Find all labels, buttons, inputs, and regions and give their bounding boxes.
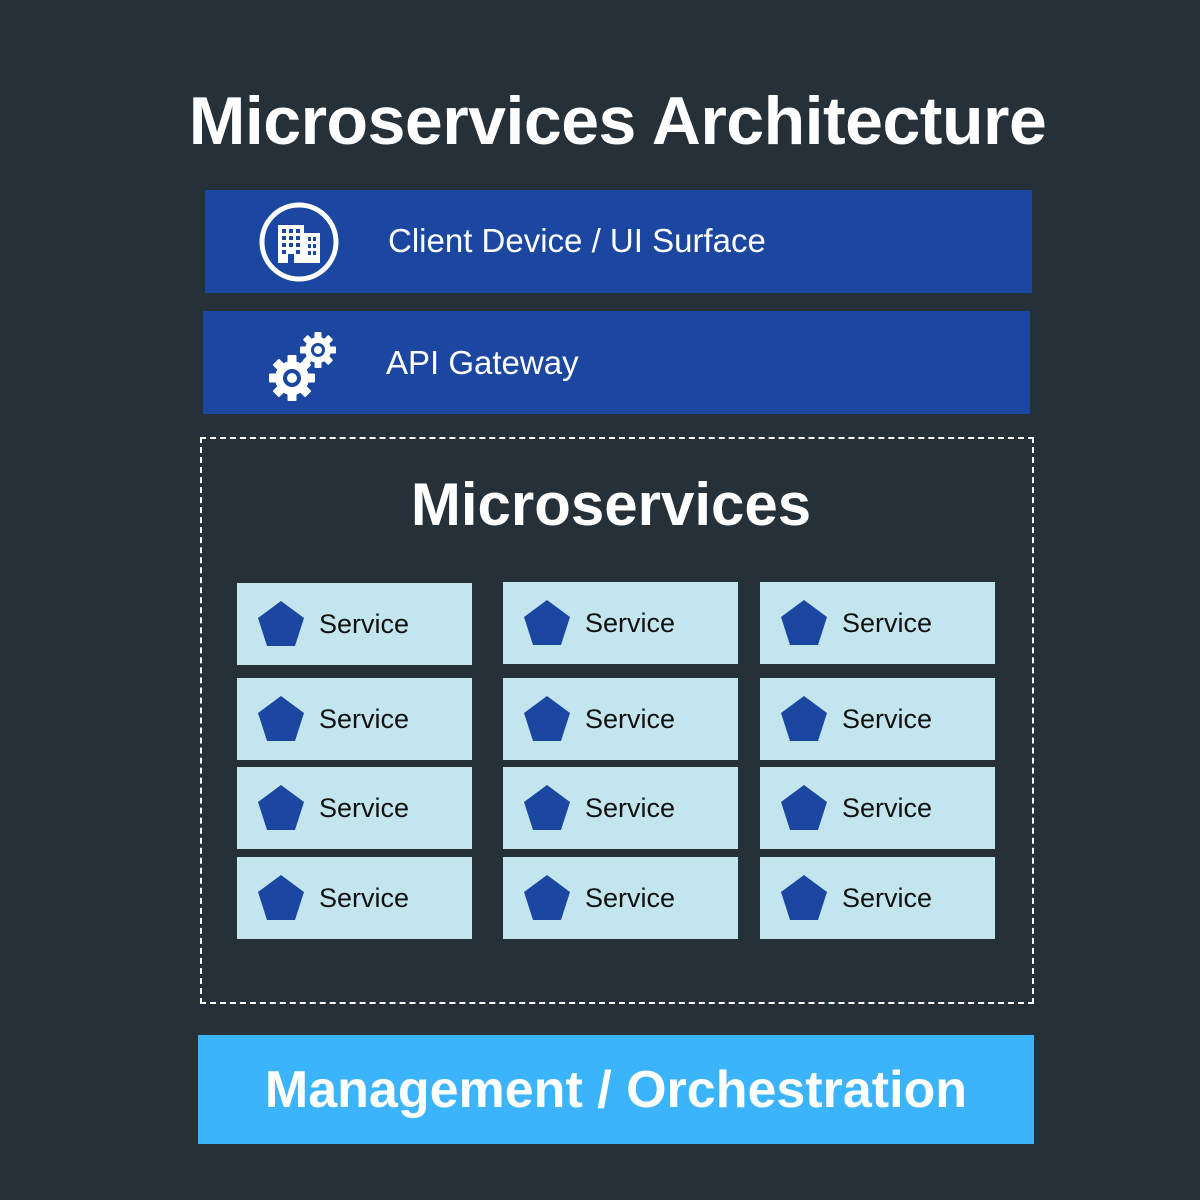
service-box: Service: [503, 857, 738, 939]
api-gateway-layer: API Gateway: [203, 311, 1030, 414]
service-label: Service: [585, 793, 676, 823]
service-label: Service: [842, 704, 933, 734]
pentagon-icon: [524, 696, 570, 741]
service-label: Service: [585, 883, 676, 913]
service-box: Service: [760, 678, 995, 760]
service-box: Service: [503, 582, 738, 664]
microservices-container: [200, 437, 1034, 1004]
service-box: Service: [237, 678, 472, 760]
api-gateway-label: API Gateway: [386, 344, 579, 381]
page-title: Microservices Architecture: [188, 83, 1047, 159]
gears-icon: [269, 332, 336, 401]
management-label: Management / Orchestration: [264, 1060, 968, 1119]
service-box: Service: [760, 857, 995, 939]
service-box: Service: [760, 582, 995, 664]
pentagon-icon: [781, 785, 827, 830]
pentagon-icon: [524, 785, 570, 830]
service-box: Service: [237, 767, 472, 849]
service-label: Service: [585, 608, 676, 638]
service-label: Service: [842, 883, 933, 913]
service-label: Service: [319, 793, 410, 823]
service-label: Service: [842, 608, 933, 638]
pentagon-icon: [258, 601, 304, 646]
pentagon-icon: [258, 785, 304, 830]
service-label: Service: [585, 704, 676, 734]
service-box: Service: [237, 857, 472, 939]
pentagon-icon: [524, 600, 570, 645]
pentagon-icon: [258, 696, 304, 741]
pentagon-icon: [781, 600, 827, 645]
service-label: Service: [319, 609, 410, 639]
service-box: Service: [503, 678, 738, 760]
service-box: Service: [237, 583, 472, 665]
management-orchestration-layer: Management / Orchestration: [198, 1035, 1034, 1144]
service-label: Service: [319, 704, 410, 734]
client-device-label: Client Device / UI Surface: [388, 222, 766, 259]
pentagon-icon: [258, 875, 304, 920]
service-label: Service: [842, 793, 933, 823]
service-box: Service: [760, 767, 995, 849]
building-icon: [259, 202, 339, 282]
client-device-layer: Client Device / UI Surface: [205, 190, 1032, 293]
service-label: Service: [319, 883, 410, 913]
service-box: Service: [503, 767, 738, 849]
pentagon-icon: [524, 875, 570, 920]
microservices-title: Microservices: [410, 471, 812, 538]
pentagon-icon: [781, 696, 827, 741]
pentagon-icon: [781, 875, 827, 920]
